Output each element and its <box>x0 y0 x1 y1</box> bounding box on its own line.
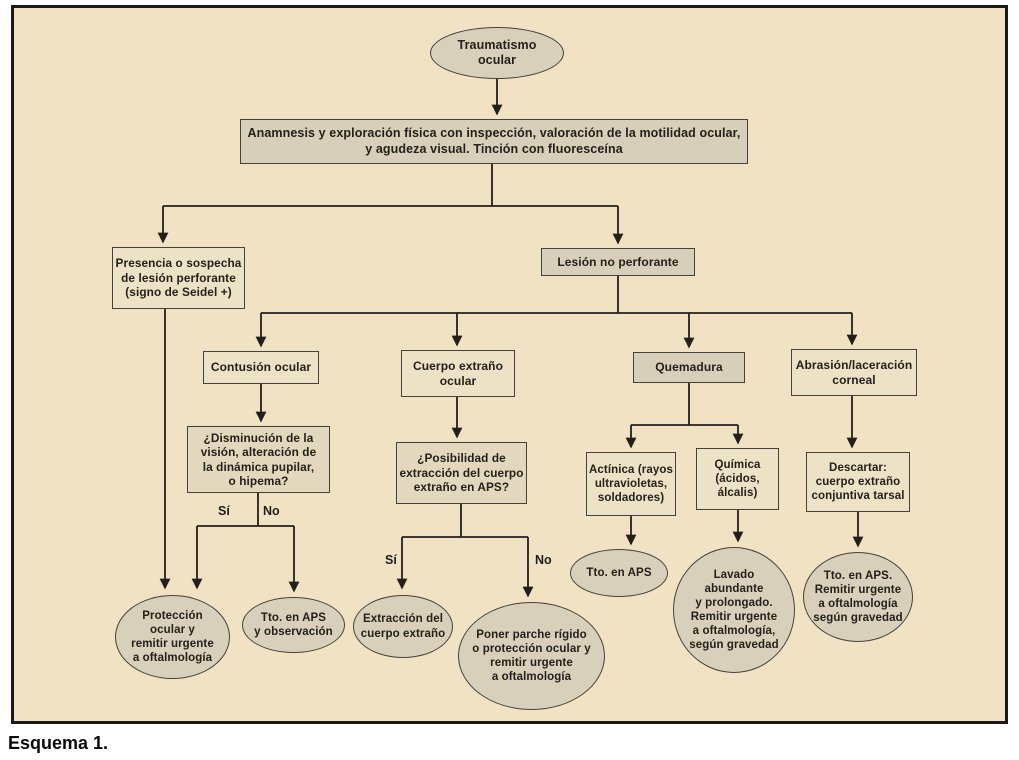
node-lesion-perforante: Presencia o sospecha de lesión perforant… <box>112 247 245 309</box>
node-tto-aps-oval: Tto. en APS <box>570 549 668 597</box>
node-proteccion-ocular-oval: Protección ocular y remitir urgente a of… <box>115 595 230 679</box>
node-cuerpo-extrano-ocular: Cuerpo extraño ocular <box>401 350 515 397</box>
node-tto-aps-observacion-oval: Tto. en APS y observación <box>242 597 345 653</box>
node-descartar-cuerpo-extrano: Descartar: cuerpo extraño conjuntiva tar… <box>806 452 910 512</box>
node-lesion-no-perforante: Lesión no perforante <box>541 248 695 276</box>
node-quemadura: Quemadura <box>633 352 745 383</box>
node-abrasion-laceracion: Abrasión/laceración corneal <box>791 349 917 396</box>
node-traumatismo-ocular: Traumatismo ocular <box>430 27 564 79</box>
node-contusion-ocular: Contusión ocular <box>203 351 319 384</box>
node-actinica: Actínica (rayos ultravioletas, soldadore… <box>586 452 676 516</box>
node-lavado-abundante-oval: Lavado abundante y prolongado. Remitir u… <box>673 547 795 673</box>
node-poner-parche-oval: Poner parche rígido o protección ocular … <box>458 602 605 710</box>
edge-label-si-contusion: Sí <box>218 504 230 518</box>
figure-caption: Esquema 1. <box>8 733 109 753</box>
node-pregunta-extraccion-aps: ¿Posibilidad de extracción del cuerpo ex… <box>396 442 527 504</box>
node-extraccion-cuerpo-extrano-oval: Extracción del cuerpo extraño <box>353 595 453 658</box>
edge-label-si-extraccion: Sí <box>385 553 397 567</box>
node-pregunta-disminucion-vision: ¿Disminución de la visión, alteración de… <box>187 426 330 493</box>
edge-label-no-contusion: No <box>263 504 280 518</box>
edge-label-no-extraccion: No <box>535 553 552 567</box>
node-quimica: Química (ácidos, álcalis) <box>696 448 779 510</box>
node-anamnesis-exploracion: Anamnesis y exploración física con inspe… <box>240 119 748 164</box>
node-tto-aps-remitir-oval: Tto. en APS. Remitir urgente a oftalmolo… <box>803 552 913 642</box>
